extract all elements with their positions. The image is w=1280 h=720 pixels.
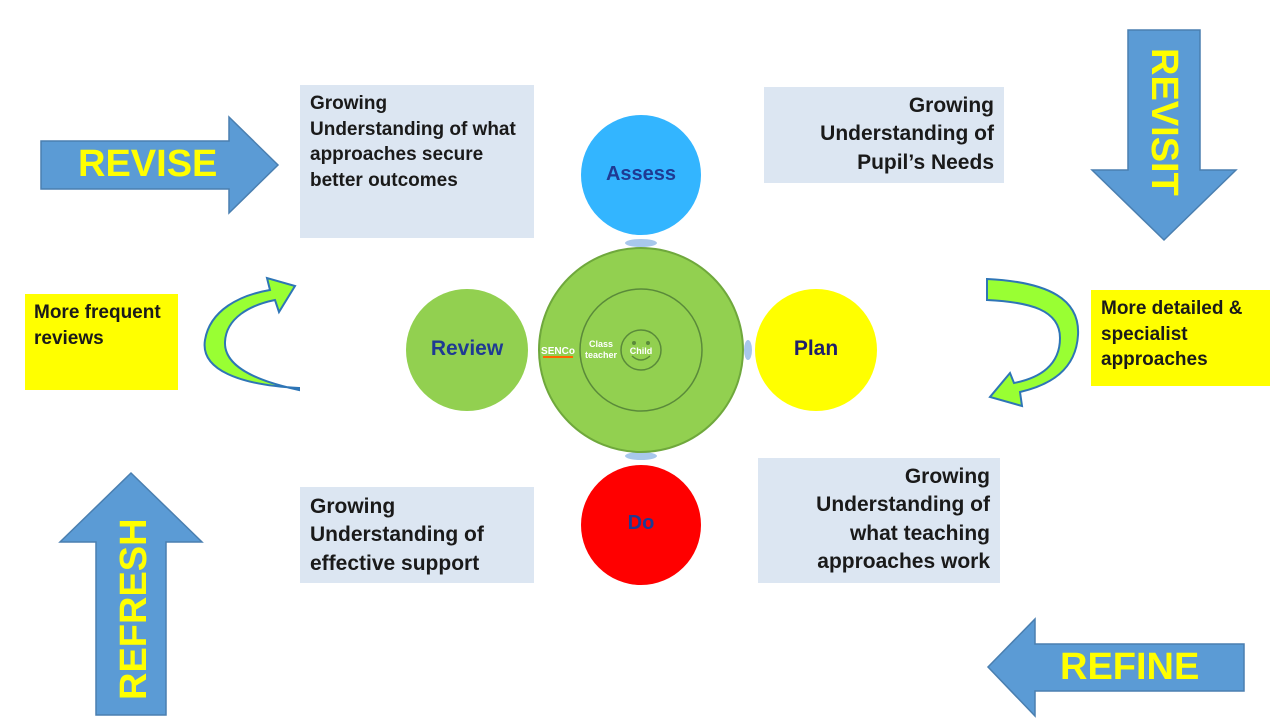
info-text-bottom-right: Growing Understanding of what teaching a… — [816, 465, 990, 574]
refine-arrow — [986, 617, 1245, 718]
note-text-right: More detailed & specialist approaches — [1101, 298, 1243, 371]
info-box-top-left: Growing Understanding of what approaches… — [300, 85, 534, 238]
refresh-arrow — [58, 471, 204, 716]
connector-top — [625, 239, 657, 247]
smiley-eye-right — [646, 341, 650, 345]
info-text-top-right: Growing Understanding of Pupil’s Needs — [820, 94, 994, 174]
review-label: Review — [430, 337, 504, 360]
info-box-top-right: Growing Understanding of Pupil’s Needs — [764, 87, 1004, 183]
center-middle-label-line1: Class — [589, 339, 613, 349]
smiley-eye-left — [632, 341, 636, 345]
plan-circle — [755, 289, 877, 411]
center-middle-circle — [579, 288, 703, 412]
revisit-label: REVISIT — [1143, 48, 1185, 196]
review-circle — [406, 289, 528, 411]
refresh-label: REFRESH — [113, 518, 155, 700]
refine-label: REFINE — [1060, 646, 1200, 688]
note-text-left: More frequent reviews — [34, 302, 161, 349]
note-box-right: More detailed & specialist approaches — [1091, 290, 1270, 386]
right-curved-arrow — [986, 277, 1080, 408]
info-box-bottom-right: Growing Understanding of what teaching a… — [758, 458, 1000, 583]
plan-label: Plan — [793, 337, 839, 360]
center-middle-label-line2: teacher — [585, 350, 618, 360]
info-text-top-left: Growing Understanding of what approaches… — [310, 93, 516, 191]
center-inner-circle — [620, 329, 662, 371]
connector-right — [744, 340, 752, 360]
center-outer-label: SENCo — [541, 346, 575, 357]
assess-circle — [581, 115, 701, 235]
note-box-left: More frequent reviews — [25, 294, 178, 390]
left-curved-arrow — [203, 276, 300, 392]
center-inner-label: Child — [630, 346, 653, 356]
info-box-bottom-left: Growing Understanding of effective suppo… — [300, 487, 534, 583]
connector-bottom — [625, 452, 657, 460]
revise-arrow — [40, 115, 280, 215]
revise-label: REVISE — [78, 143, 218, 185]
assess-label: Assess — [605, 163, 677, 185]
revisit-arrow — [1090, 29, 1238, 242]
info-text-bottom-left: Growing Understanding of effective suppo… — [310, 495, 484, 575]
smiley-mouth — [631, 355, 651, 361]
do-label: Do — [627, 512, 655, 534]
do-circle — [581, 465, 701, 585]
center-outer-circle — [538, 247, 744, 453]
